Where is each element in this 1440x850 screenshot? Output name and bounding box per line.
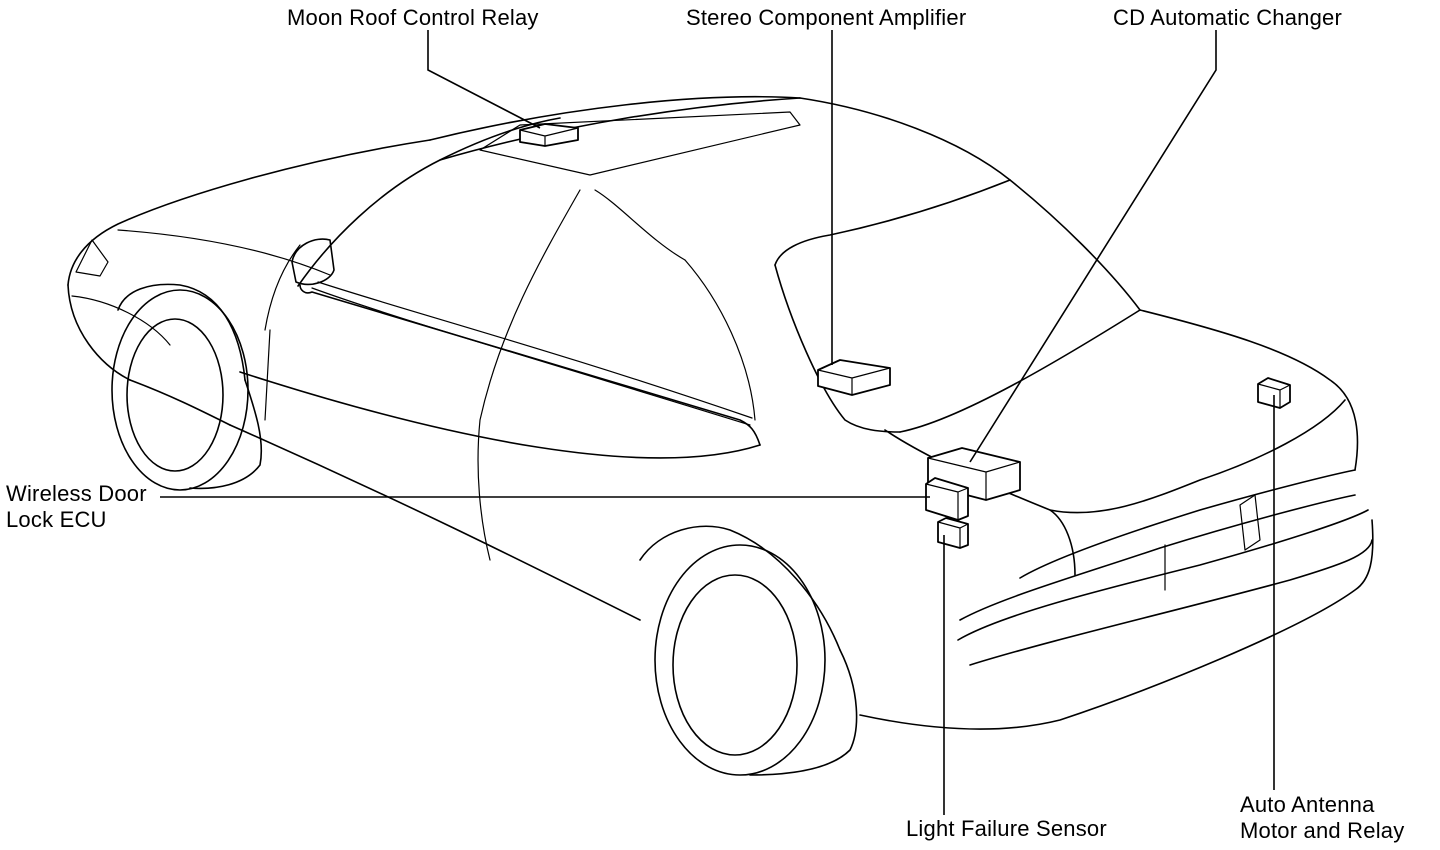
stereo-amplifier-box	[817, 359, 891, 396]
label-cd-automatic-changer: CD Automatic Changer	[1113, 5, 1342, 30]
label-auto-antenna-line2: Motor and Relay	[1240, 818, 1405, 843]
label-wireless-door-lock-ecu-line2: Lock ECU	[6, 507, 107, 532]
label-wireless-door-lock-ecu-line1: Wireless Door	[6, 481, 147, 506]
light-failure-sensor-box	[937, 517, 969, 549]
label-light-failure-sensor: Light Failure Sensor	[906, 816, 1107, 841]
leader-lines	[160, 30, 1275, 815]
auto-antenna-box	[1257, 377, 1291, 409]
car-body	[67, 95, 1374, 776]
label-auto-antenna-line1: Auto Antenna	[1240, 792, 1375, 817]
wireless-door-lock-ecu-box	[925, 477, 969, 521]
label-stereo-component-amplifier: Stereo Component Amplifier	[686, 5, 967, 30]
label-moon-roof-control-relay: Moon Roof Control Relay	[287, 5, 539, 30]
leader-cd-changer	[969, 30, 1217, 463]
moon-roof-relay-box	[519, 123, 579, 147]
leader-moon-roof-relay	[427, 30, 541, 129]
